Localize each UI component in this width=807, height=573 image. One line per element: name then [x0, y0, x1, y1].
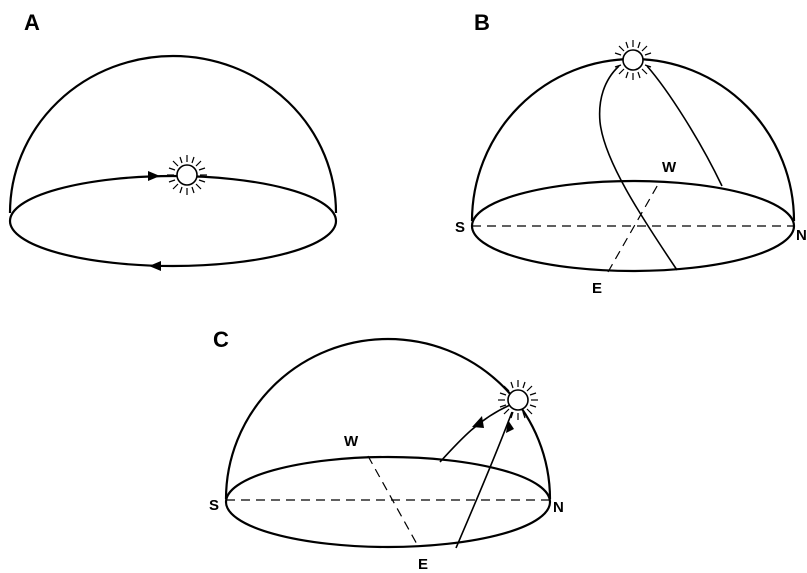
- diagram-a-label: A: [24, 10, 40, 35]
- diagram-a-dome: [8, 54, 338, 214]
- arrowhead-icon: [148, 171, 160, 181]
- diagram-b-east-label: E: [592, 280, 602, 297]
- diagram-a-horizon: [8, 174, 338, 268]
- diagram-b-dome: [470, 57, 796, 222]
- diagram-c-sun-path-summer: [439, 404, 511, 463]
- diagram-c-dome: [224, 337, 552, 500]
- diagram-b-west-label: W: [662, 159, 677, 176]
- diagram-c-north-label: N: [553, 499, 564, 516]
- diagram-c-sun-path-winter: [455, 411, 513, 549]
- diagram-c-east-label: E: [418, 556, 428, 573]
- sun-icon: [612, 39, 654, 81]
- diagram-b-sun-path-winter: [598, 65, 678, 271]
- diagram-c: C S N W E: [209, 327, 564, 573]
- diagram-b-label: B: [474, 10, 490, 35]
- diagram-c-label: C: [213, 327, 229, 352]
- diagram-b: B S N W E: [455, 10, 807, 297]
- sun-icon: [497, 379, 539, 421]
- diagram-c-east-west-line: [367, 455, 419, 547]
- diagram-c-south-label: S: [209, 497, 219, 514]
- diagram-a: A: [8, 10, 338, 271]
- arrowhead-icon: [506, 420, 514, 433]
- diagram-c-horizon: [224, 455, 552, 549]
- arrowhead-icon: [149, 261, 161, 271]
- diagram-b-north-label: N: [796, 227, 807, 244]
- sun-icon: [166, 154, 208, 196]
- diagram-c-west-label: W: [344, 433, 359, 450]
- diagram-b-sun-path-summer: [646, 65, 723, 187]
- diagram-b-south-label: S: [455, 219, 465, 236]
- diagram-b-east-west-line: [607, 180, 661, 273]
- arrowhead-icon: [472, 416, 484, 428]
